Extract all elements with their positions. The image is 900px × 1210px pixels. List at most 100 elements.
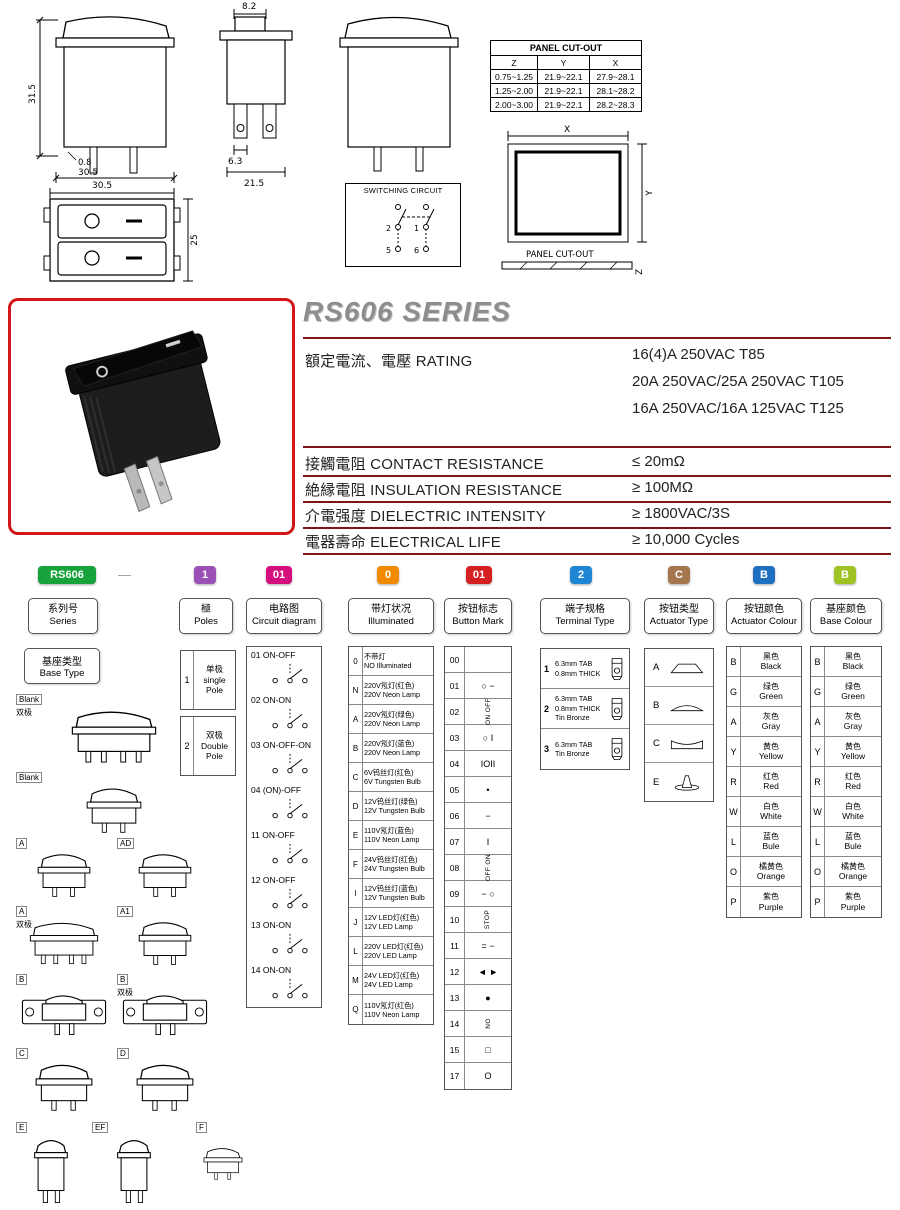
circuit-option: 02 ON-ON [247, 692, 321, 737]
button-mark-option: 06 − [445, 803, 511, 829]
button-mark-option: 17 O [445, 1063, 511, 1089]
header-poles: 極 Poles [179, 598, 233, 634]
terminal-pin [145, 455, 173, 505]
panel-cutout-table-header: Z Y X [491, 56, 641, 70]
circuit-option: 13 ON-ON [247, 917, 321, 962]
illuminated-option: M 24V LED灯(红色) 24V LED Lamp [349, 966, 433, 995]
front-view-2-drawing [339, 16, 459, 172]
cell-z: 1.25~2.00 [494, 85, 534, 96]
base-colour-option: W 白色 White [811, 797, 881, 827]
button-mark-option: 09 − ○ [445, 881, 511, 907]
rocker-switch-drawing [52, 704, 176, 764]
dim-panel-lip: 0.8 [78, 158, 92, 168]
rocker-switch-drawing [128, 1058, 202, 1112]
circuit-option: 11 ON-OFF [247, 827, 321, 872]
rocker-dash-mark [165, 339, 181, 347]
rating-value-1: 16(4)A 250VAC T85 [632, 346, 765, 363]
illuminated-option: B 220V氖灯(蓝色) 220V Neon Lamp [349, 734, 433, 763]
col-header-z: Z [511, 57, 517, 68]
actuator-colour-option: W 白色 White [727, 797, 801, 827]
actuator-type-c: C [645, 725, 713, 763]
terminal-2: 2 [386, 224, 391, 233]
divider [303, 527, 891, 529]
divider [303, 337, 891, 339]
base-type-a: A [16, 838, 111, 902]
illuminated-option: Q 110V氖灯(红色) 110V Neon Lamp [349, 995, 433, 1024]
base-type-c: C [16, 1048, 111, 1118]
illuminated-option: I 12V钨丝灯(蓝色) 12V Tungsten Bulb [349, 879, 433, 908]
illuminated-option: C 6V钨丝灯(红色) 6V Tungsten Bulb [349, 763, 433, 792]
circuit-diagram-list: 01 ON-OFF 02 ON-ON 03 ON-OFF-ON 04 (ON)-… [246, 646, 322, 1008]
actuator-colour-option: L 蓝色 Bule [727, 827, 801, 857]
rating-value-3: 16A 250VAC/16A 125VAC T125 [632, 400, 844, 417]
circuit-option: 12 ON-OFF [247, 872, 321, 917]
rocker-switch-drawing [27, 848, 101, 898]
dim-double-height: 25 [190, 234, 200, 245]
header-basecolour: 基座颜色 Base Colour [810, 598, 882, 634]
base-type-f: F [196, 1122, 250, 1206]
button-mark-option: 02 ON OFF [445, 698, 511, 725]
circuit-option: 03 ON-OFF-ON [247, 737, 321, 782]
double-switch-drawing: 30.5 25 [43, 181, 200, 282]
actuator-type-e: E [645, 763, 713, 801]
button-mark-option: 13 ● [445, 985, 511, 1011]
actuator-toggle-icon [669, 771, 705, 793]
circuit-glyph [259, 842, 321, 868]
col-header-x: X [589, 56, 641, 69]
illuminated-option: 0 不带灯 NO Illuminated [349, 647, 433, 676]
cutout-x-label: X [564, 125, 570, 135]
code-dash: — [118, 567, 131, 582]
rocker-switch-drawing [24, 1132, 78, 1206]
actuator-profile-icon [669, 735, 705, 753]
code-badge-illuminated: 0 [377, 566, 399, 584]
code-badge-basecolour: B [834, 566, 856, 584]
button-mark-option: 07 I [445, 829, 511, 855]
table-row: 1.25~2.00 21.9~22.1 28.1~28.2 [491, 84, 641, 98]
actuator-colour-option: Y 黄色 Yellow [727, 737, 801, 767]
terminal-5: 5 [386, 246, 391, 255]
base-colour-list: B 黑色 Black G 绿色 Green A 灰色 Gray Y 黄色 Yel… [810, 646, 882, 918]
header-actuatortype: 按钮类型 Actuator Type [644, 598, 714, 634]
base-type-e: E [16, 1122, 86, 1206]
cell-y: 21.9~22.1 [537, 98, 589, 111]
rocker-switch-drawing [59, 782, 169, 834]
product-photo-frame [8, 298, 295, 535]
base-type-blank-double: Blank 双极 [16, 694, 212, 768]
terminal-6: 6 [414, 246, 419, 255]
base-colour-option: R 红色 Red [811, 767, 881, 797]
cell-z: 2.00~3.00 [494, 99, 534, 110]
spec-contact-value: ≤ 20mΩ [632, 453, 685, 470]
page-title: RS606 SERIES [303, 296, 512, 327]
cell-x: 28.2~28.3 [589, 98, 641, 111]
tab-terminal-icon [608, 656, 626, 682]
illuminated-option: L 220V LED灯(红色) 220V LED Lamp [349, 937, 433, 966]
button-mark-option: 01 ○ − [445, 673, 511, 699]
circuit-glyph [259, 977, 321, 1003]
table-row: 2.00~3.00 21.9~22.1 28.2~28.3 [491, 98, 641, 111]
code-badge-poles: 1 [194, 566, 216, 584]
header-actuatorcolour: 按钮颜色 Actuator Colour [726, 598, 802, 634]
base-type-b-double: B 双极 [117, 974, 212, 1044]
divider [303, 475, 891, 477]
dim-double-width: 30.5 [92, 181, 112, 191]
code-badge-circuit: 01 [266, 566, 292, 584]
panel-cutout-table: PANEL CUT-OUT Z Y X 0.75~1.25 21.9~22.1 … [490, 40, 642, 112]
terminal-option: 1 6.3mm TAB 0.8mm THICK [541, 649, 629, 689]
terminal-type-list: 1 6.3mm TAB 0.8mm THICK 2 6.3mm TAB 0.8m… [540, 648, 630, 770]
code-badge-actuatorcolour: B [753, 566, 775, 584]
code-badge-buttonmark: 01 [466, 566, 492, 584]
rocker-switch-drawing [198, 1132, 248, 1192]
rocker-switch-drawing [19, 984, 109, 1040]
actuator-type-b: B [645, 687, 713, 725]
dim-front-height: 31.5 [28, 84, 38, 104]
button-mark-list: 00 01 ○ − 02 ON OFF 03 ○ I 04 IOII 05 • … [444, 646, 512, 1090]
base-colour-option: B 黑色 Black [811, 647, 881, 677]
circuit-glyph [259, 932, 321, 958]
illuminated-option: E 110V氖灯(蓝色) 110V Neon Lamp [349, 821, 433, 850]
circuit-glyph [259, 887, 321, 913]
header-terminal: 端子规格 Terminal Type [540, 598, 630, 634]
base-colour-option: A 灰色 Gray [811, 707, 881, 737]
base-colour-option: Y 黄色 Yellow [811, 737, 881, 767]
button-mark-option: 12 ◄ ► [445, 959, 511, 985]
side-view-drawing: 8.2 6.3 21.5 [219, 2, 293, 189]
